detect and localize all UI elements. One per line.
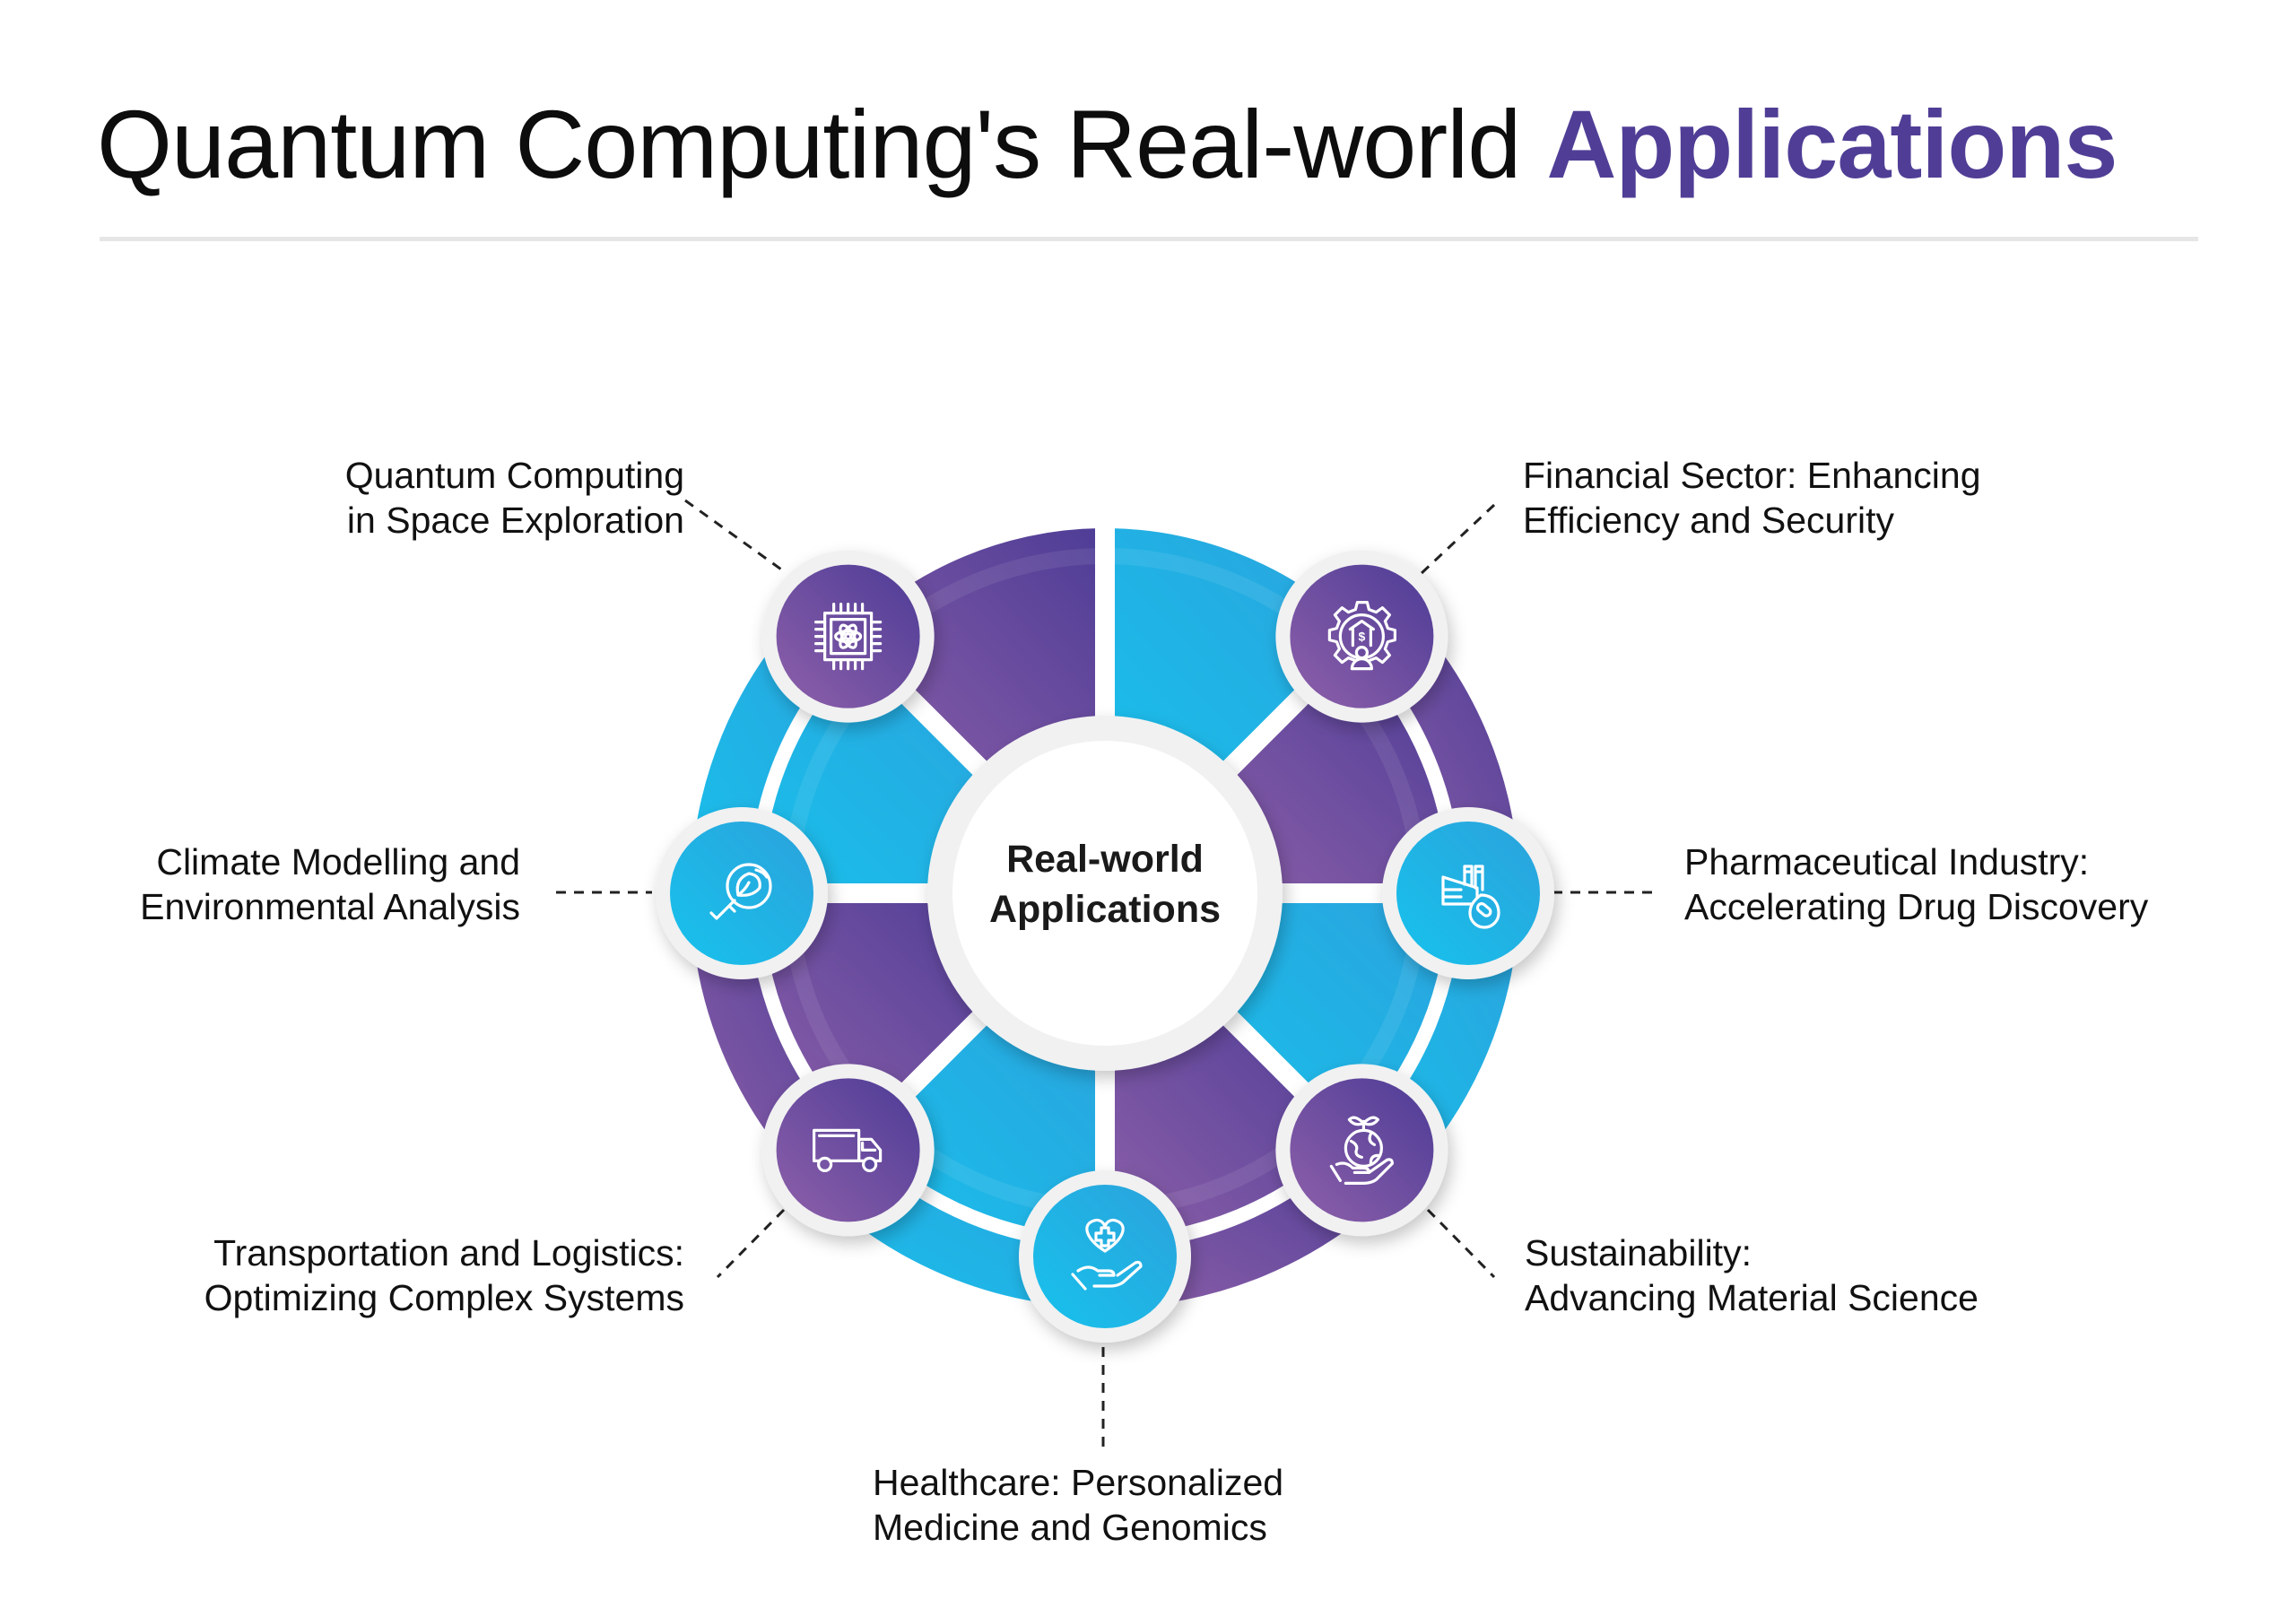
label-finance-line1: Financial Sector: Enhancing xyxy=(1523,455,1981,496)
connector-sustainability xyxy=(1426,1208,1496,1279)
icon-badge-finance: $ xyxy=(1275,550,1448,723)
label-healthcare: Healthcare: Personalized Medicine and Ge… xyxy=(873,1460,1283,1550)
icon-badge-fill xyxy=(776,1078,920,1222)
wedge-highlight xyxy=(865,548,1100,657)
center-label: Real-world Applications xyxy=(926,834,1284,935)
connector-lines xyxy=(556,499,1655,1450)
title-accent: Applications xyxy=(1546,90,2118,198)
icon-badge-pharma xyxy=(1382,807,1554,979)
label-climate-line2: Environmental Analysis xyxy=(140,886,520,927)
label-transport: Transportation and Logistics: Optimizing… xyxy=(204,1230,684,1320)
connector-finance xyxy=(1419,503,1496,576)
label-healthcare-line1: Healthcare: Personalized xyxy=(873,1462,1284,1503)
label-transport-line2: Optimizing Complex Systems xyxy=(204,1277,684,1318)
center-hub xyxy=(927,716,1283,1071)
center-label-line1: Real-world xyxy=(1006,838,1204,881)
icon-badge-fill xyxy=(1290,1078,1434,1222)
label-pharma-line1: Pharmaceutical Industry: xyxy=(1684,841,2090,882)
icon-badge-sustainability xyxy=(1275,1064,1448,1237)
label-pharma-line2: Accelerating Drug Discovery xyxy=(1684,886,2149,927)
hub-face xyxy=(952,741,1257,1046)
icon-badge-fill xyxy=(1396,822,1540,965)
icon-badge-space xyxy=(761,550,935,723)
label-space-line2: in Space Exploration xyxy=(346,500,684,541)
label-sustainability-line1: Sustainability: xyxy=(1525,1232,1752,1274)
label-sustainability-line2: Advancing Material Science xyxy=(1525,1277,1979,1318)
connector-transport xyxy=(716,1208,786,1279)
icon-badge-transport xyxy=(761,1064,935,1237)
delivery-truck-icon xyxy=(813,1128,883,1172)
icon-badge-healthcare xyxy=(1019,1170,1191,1343)
icon-badge-climate xyxy=(656,807,828,979)
icon-badges: $ xyxy=(656,550,1554,1343)
label-sustainability: Sustainability: Advancing Material Scien… xyxy=(1525,1230,1979,1320)
magnifier-leaf-icon xyxy=(709,863,772,920)
icon-badge-fill xyxy=(1033,1185,1177,1328)
factory-pill-icon xyxy=(1441,865,1500,929)
label-space: Quantum Computing in Space Exploration xyxy=(345,453,684,543)
center-label-line2: Applications xyxy=(988,888,1222,931)
wedge-highlight xyxy=(1109,548,1345,657)
title-main: Quantum Computing's Real-world xyxy=(97,90,1547,198)
label-finance-line2: Efficiency and Security xyxy=(1523,500,1895,541)
label-space-line1: Quantum Computing xyxy=(344,455,684,496)
svg-text:$: $ xyxy=(1358,630,1365,644)
label-climate: Climate Modelling and Environmental Anal… xyxy=(140,839,520,929)
label-transport-line1: Transportation and Logistics: xyxy=(213,1232,684,1274)
page-title: Quantum Computing's Real-world Applicati… xyxy=(97,86,2118,203)
icon-badge-fill xyxy=(776,564,920,709)
label-climate-line1: Climate Modelling and xyxy=(156,841,520,882)
title-divider xyxy=(100,237,2198,241)
hand-globe-plant-icon xyxy=(1329,1116,1394,1185)
finance-gear-bank-icon: $ xyxy=(1327,601,1396,671)
label-finance: Financial Sector: Enhancing Efficiency a… xyxy=(1523,453,1981,543)
connector-space xyxy=(684,499,785,573)
hand-heart-cross-icon xyxy=(1071,1218,1143,1291)
icon-badge-fill xyxy=(1290,564,1434,709)
label-healthcare-line2: Medicine and Genomics xyxy=(873,1507,1267,1548)
label-pharma: Pharmaceutical Industry: Accelerating Dr… xyxy=(1684,839,2148,929)
quantum-chip-icon xyxy=(814,603,883,671)
